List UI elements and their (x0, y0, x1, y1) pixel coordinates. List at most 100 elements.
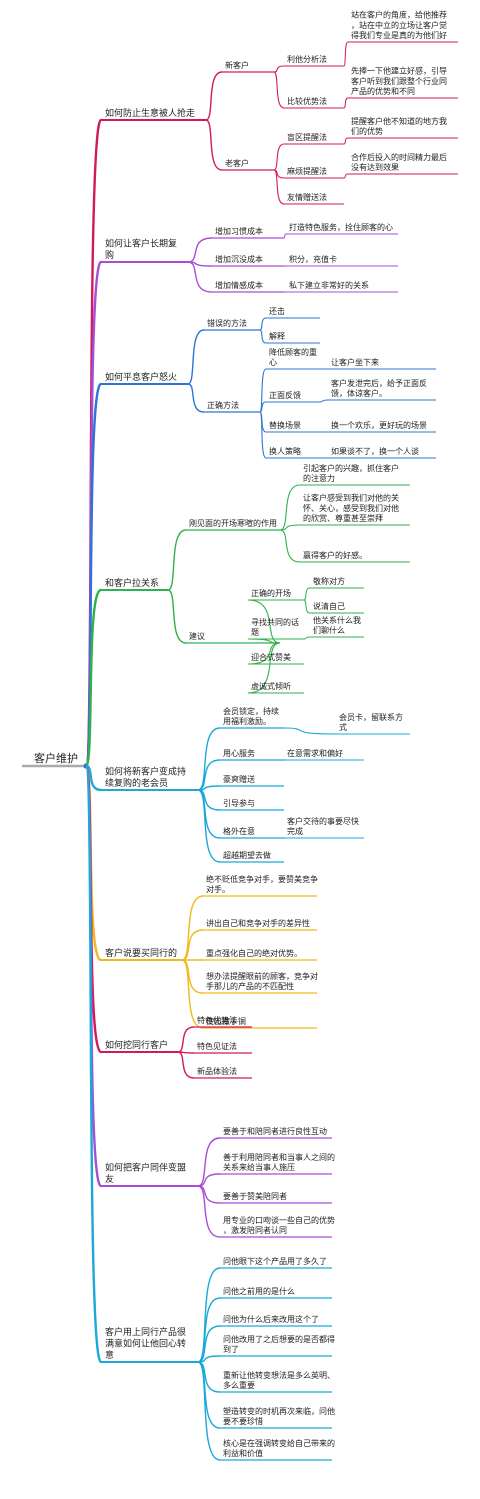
node-1-0-0[interactable]: 打造特色服务，拴住顾客的心 (289, 222, 393, 232)
node-1-1[interactable]: 增加沉没成本 (215, 254, 263, 264)
node-8-2[interactable]: 问他为什么后来改用这个了 (223, 1314, 319, 1324)
connector-lines (22, 41, 458, 1461)
node-0-0-0[interactable]: 利他分析法 (287, 54, 327, 64)
connector (279, 484, 301, 531)
connector (343, 41, 349, 67)
connector (197, 1325, 221, 1363)
connector (181, 929, 204, 961)
node-3-0-0[interactable]: 引起客户的兴趣，抓住客户的注意力 (303, 463, 399, 483)
connector (177, 1026, 195, 1053)
node-2-1-2[interactable]: 替换场景 (269, 420, 301, 430)
node-0-0-1-0[interactable]: 先捧一下他建立好感，引导客户听到我们跟整个行业同产品的优势和不同 (351, 66, 447, 96)
node-3-1-1-0[interactable]: 他关系什么我们聊什么 (313, 615, 361, 635)
node-3-1-0-0[interactable]: 敬称对方 (313, 576, 345, 586)
node-3-0-1[interactable]: 让客户感受到我们对他的关怀、关心，感受到我们对他的欣赏、尊重甚至崇拜 (303, 493, 399, 523)
node-2-1-1-0[interactable]: 客户发泄完后，给予正面反馈，体谅客户。 (331, 378, 427, 398)
node-3-1-3[interactable]: 虚诚式倾听 (251, 681, 291, 691)
node-4-3[interactable]: 引导参与 (223, 798, 255, 808)
connector (197, 727, 221, 791)
connector (259, 329, 267, 344)
node-3-1-0-1[interactable]: 说清自己 (313, 601, 345, 611)
connector (247, 599, 281, 644)
connector (197, 1137, 221, 1187)
node-3-1-2[interactable]: 迎合式赞美 (251, 652, 291, 662)
branch-4[interactable]: 如何将新客户变成持续复购的老会员 (105, 765, 186, 789)
node-6-0[interactable]: 特色优势法 (197, 1015, 237, 1025)
node-6-2[interactable]: 新品体验法 (197, 1066, 237, 1076)
branch-3[interactable]: 和客户拉关系 (105, 577, 159, 589)
node-2-1-1[interactable]: 正面反馈 (269, 390, 301, 400)
node-5-0[interactable]: 绝不贬低竞争对手，要赞美竞争对手。 (206, 874, 318, 894)
node-2-0-1[interactable]: 解释 (269, 331, 285, 341)
node-8-0[interactable]: 问他眼下这个产品用了多久了 (223, 1256, 327, 1266)
node-2-0-0[interactable]: 还击 (269, 306, 285, 316)
node-8-6[interactable]: 核心是在强调转变给自己带来的利益和价值 (223, 1438, 335, 1458)
node-4-0[interactable]: 会员锁定，持续用福利激励。 (223, 706, 279, 726)
node-8-5[interactable]: 塑造转变的时机再次来临，问他要不要珍惜 (223, 1406, 335, 1426)
node-0-1-0[interactable]: 盲区提醒法 (287, 132, 327, 142)
node-1-1-0[interactable]: 积分，充值卡 (289, 254, 337, 264)
node-5-3[interactable]: 想办法提醒眼前的顾客，竞争对手那儿的产品的不匹配性 (206, 971, 318, 991)
node-6-1[interactable]: 特色见证法 (197, 1041, 237, 1051)
node-2-1-0[interactable]: 降低顾客的重心 (269, 347, 317, 367)
connector (197, 789, 221, 863)
node-1-2[interactable]: 增加情感成本 (215, 280, 263, 290)
connector (259, 368, 267, 413)
node-4-2[interactable]: 豪爽赠送 (223, 774, 255, 784)
connector (197, 1185, 221, 1238)
node-3-0[interactable]: 刚见面的开场寒暄的作用 (189, 518, 277, 528)
node-5-1[interactable]: 讲出自己和竞争对手的差异性 (206, 918, 310, 928)
node-1-2-0[interactable]: 私下建立非常好的关系 (289, 280, 369, 290)
connector (319, 399, 329, 403)
node-2-0[interactable]: 错误的方法 (207, 318, 247, 328)
node-8-3[interactable]: 问他改用了之后想要的是否都得到了 (223, 1334, 335, 1354)
connector (343, 173, 349, 179)
branch-6[interactable]: 如何挖同行客户 (105, 1039, 168, 1051)
node-0-0-1[interactable]: 比较优势法 (287, 96, 327, 106)
node-0-1-0-0[interactable]: 提醒客户他不知道的地方我们的优势 (351, 116, 447, 136)
node-8-1[interactable]: 问他之前用的是什么 (223, 1286, 295, 1296)
connector (283, 727, 337, 735)
node-4-1[interactable]: 用心服务 (223, 748, 255, 758)
connector (273, 169, 285, 205)
node-5-2[interactable]: 重点强化自己的绝对优势。 (206, 948, 302, 958)
node-7-3[interactable]: 用专业的口吻谈一些自己的优势，激发陪同者认同 (223, 1215, 335, 1235)
node-2-1[interactable]: 正确方法 (207, 400, 239, 410)
node-0-1-2[interactable]: 友情赠送法 (287, 192, 327, 202)
branch-5[interactable]: 客户说要买同行的 (105, 947, 177, 959)
connector (167, 529, 187, 591)
node-7-0[interactable]: 要善于和陪同者进行良性互动 (223, 1126, 327, 1136)
connector (259, 317, 267, 331)
node-3-1[interactable]: 建议 (189, 631, 205, 641)
node-0-0-0-0[interactable]: 站在客户的角度，给他推荐，站在中立的立场让客户觉得我们专业是真的为他们好 (351, 10, 447, 40)
node-4-4-0[interactable]: 客户交待的事要尽快完成 (287, 816, 359, 836)
branch-8[interactable]: 客户用上同行产品很满意如何让他回心转意 (105, 1326, 186, 1361)
node-1-0[interactable]: 增加习惯成本 (215, 226, 263, 236)
branch-1[interactable]: 如何让客户长期复购 (105, 237, 177, 261)
node-0-1-1[interactable]: 麻烦提醒法 (287, 166, 327, 176)
node-4-1-0[interactable]: 在意需求和偏好 (287, 748, 343, 758)
node-2-1-3[interactable]: 换人策略 (269, 446, 301, 456)
node-8-4[interactable]: 重新让他转变想法是多么英明、多么重要 (223, 1370, 335, 1390)
node-4-4[interactable]: 格外在意 (223, 826, 255, 836)
connector (303, 599, 311, 614)
branch-7[interactable]: 如何把客户同伴变盟友 (105, 1161, 186, 1185)
node-3-0-2[interactable]: 赢得客户的好感。 (303, 550, 367, 560)
connector (273, 65, 285, 73)
node-7-1[interactable]: 善于利用陪同者和当事人之间的关系来给当事人施压 (223, 1152, 335, 1172)
node-0-1-1-0[interactable]: 合作后投入的时间精力最后没有达到效果 (351, 152, 447, 172)
root-node[interactable]: 客户维护 (34, 751, 78, 765)
node-2-1-2-0[interactable]: 换一个欢乐，更好玩的场景 (331, 420, 427, 430)
node-7-2[interactable]: 要善于赞美陪同者 (223, 1191, 287, 1201)
branch-2[interactable]: 如何平息客户怒火 (105, 371, 177, 383)
node-0-0[interactable]: 新客户 (225, 60, 249, 70)
node-5-4[interactable]: 使出撒手锏 (206, 1016, 246, 1026)
node-3-1-0[interactable]: 正确的开场 (251, 588, 291, 598)
node-2-1-3-0[interactable]: 如果谈不了，换一个人谈 (331, 446, 419, 456)
node-4-0-0[interactable]: 会员卡，留联系方式 (339, 712, 403, 732)
node-4-5[interactable]: 超越期望去做 (223, 850, 271, 860)
node-3-1-1[interactable]: 寻找共同的话题 (251, 617, 299, 637)
node-0-1[interactable]: 老客户 (225, 158, 249, 168)
node-2-1-0-0[interactable]: 让客户坐下来 (331, 357, 379, 367)
branch-0[interactable]: 如何防止生意被人抢走 (105, 107, 195, 119)
